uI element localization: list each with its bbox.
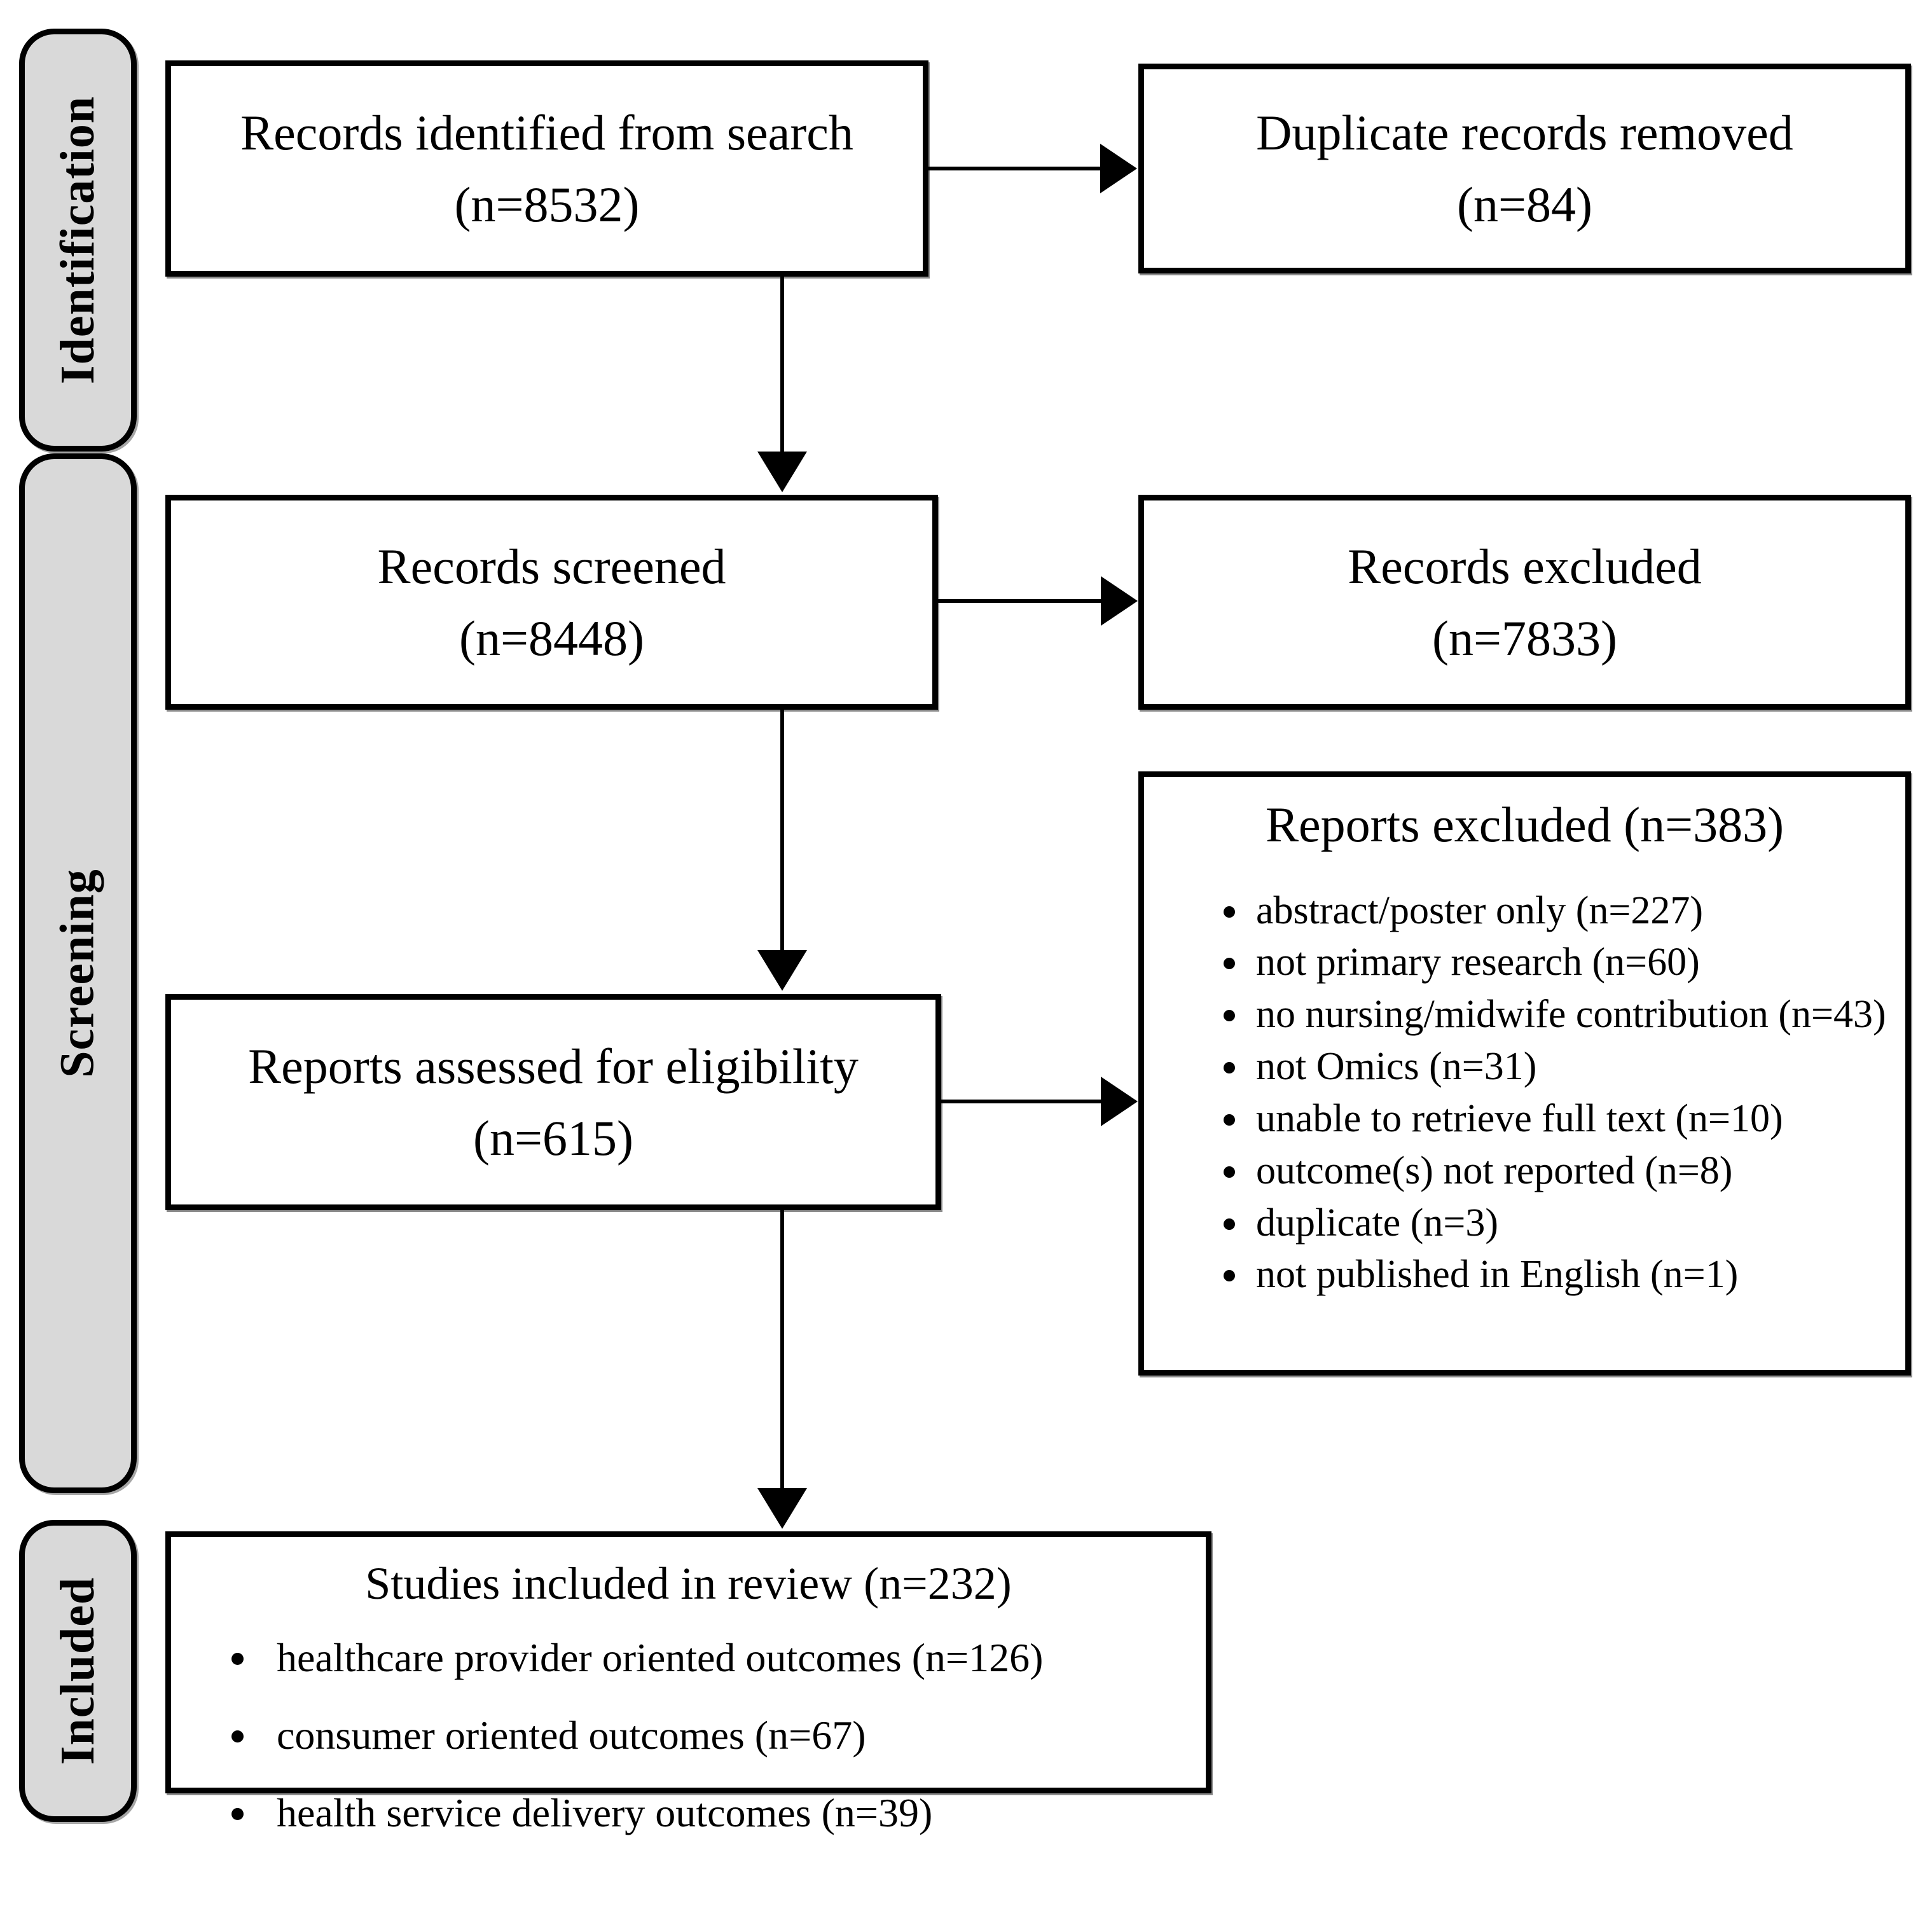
- arrow-line: [938, 599, 1102, 603]
- box-records-excluded: Records excluded (n=7833): [1138, 495, 1911, 710]
- reports-excluded-list: abstract/poster only (n=227) not primary…: [1157, 885, 1893, 1302]
- box-records-identified: Records identified from search (n=8532): [165, 60, 928, 277]
- box-reports-assessed-text: Reports assessed for eligibility: [248, 1038, 859, 1094]
- box-records-identified-text: Records identified from search: [240, 104, 853, 160]
- box-studies-included: Studies included in review (n=232) healt…: [165, 1531, 1211, 1835]
- box-records-screened-text: Records screened: [377, 538, 726, 594]
- list-item: unable to retrieve full text (n=10): [1251, 1093, 1893, 1145]
- studies-included-list: healthcare provider oriented outcomes (n…: [184, 1632, 1193, 1839]
- stage-identification: Identification: [19, 29, 137, 452]
- list-item: not primary research (n=60): [1251, 937, 1893, 989]
- arrow-head-down-icon: [757, 452, 807, 492]
- box-records-screened: Records screened (n=8448): [165, 495, 938, 710]
- reports-excluded-title: Reports excluded (n=383): [1265, 797, 1784, 852]
- arrow-head-down-icon: [757, 950, 807, 991]
- box-duplicates-removed: Duplicate records removed (n=84): [1138, 64, 1911, 273]
- list-item: abstract/poster only (n=227): [1251, 885, 1893, 937]
- stage-identification-label: Identification: [51, 95, 104, 385]
- box-duplicates-removed-text: Duplicate records removed: [1256, 104, 1793, 160]
- list-item: no nursing/midwife contribution (n=43): [1251, 989, 1893, 1041]
- arrow-line: [941, 1100, 1102, 1103]
- list-item: duplicate (n=3): [1251, 1197, 1893, 1250]
- list-item: not published in English (n=1): [1251, 1249, 1893, 1301]
- list-item: outcome(s) not reported (n=8): [1251, 1145, 1893, 1197]
- list-item: health service delivery outcomes (n=39): [260, 1788, 1193, 1839]
- box-reports-excluded: Reports excluded (n=383) abstract/poster…: [1138, 771, 1911, 1376]
- list-item: not Omics (n=31): [1251, 1041, 1893, 1093]
- arrow-line: [780, 277, 784, 455]
- box-records-excluded-count: (n=7833): [1432, 611, 1617, 666]
- arrow-head-down-icon: [757, 1488, 807, 1529]
- arrow-head-right-icon: [1101, 1077, 1138, 1126]
- stage-screening-label: Screening: [51, 869, 105, 1078]
- arrow-line: [780, 1210, 784, 1490]
- box-reports-assessed: Reports assessed for eligibility (n=615): [165, 994, 941, 1210]
- box-records-identified-count: (n=8532): [454, 177, 640, 232]
- list-item: consumer oriented outcomes (n=67): [260, 1710, 1193, 1761]
- arrow-head-right-icon: [1101, 576, 1138, 626]
- stage-included-label: Included: [51, 1576, 105, 1765]
- box-records-excluded-text: Records excluded: [1348, 538, 1702, 594]
- box-reports-assessed-count: (n=615): [473, 1110, 633, 1166]
- stage-included: Included: [19, 1520, 137, 1822]
- arrow-line: [780, 710, 784, 953]
- arrow-line: [928, 167, 1101, 170]
- stage-screening: Screening: [19, 453, 137, 1493]
- box-records-screened-count: (n=8448): [459, 611, 644, 666]
- box-duplicates-removed-count: (n=84): [1457, 177, 1592, 232]
- studies-included-title: Studies included in review (n=232): [365, 1558, 1012, 1609]
- arrow-head-right-icon: [1100, 144, 1137, 193]
- list-item: healthcare provider oriented outcomes (n…: [260, 1632, 1193, 1683]
